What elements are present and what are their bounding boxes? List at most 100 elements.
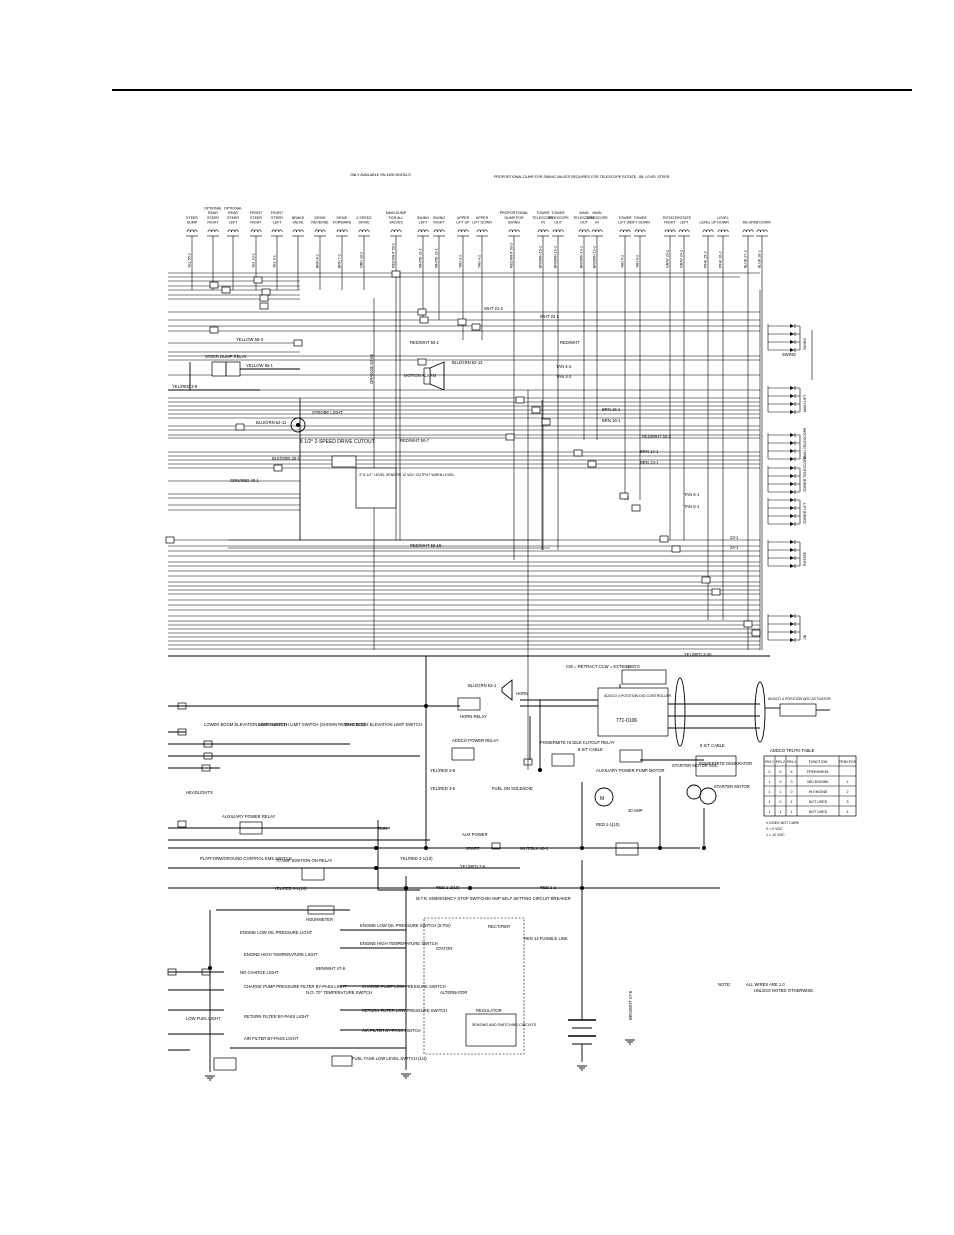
truth-cell-5-1: 1 <box>769 810 771 814</box>
ground-symbol-1 <box>577 1065 587 1071</box>
aux-pump-label: AUXILIARY POWER PUMP MOTOR <box>596 768 665 773</box>
truth-cell-1-3: X <box>790 770 793 774</box>
truth-header-1: PIN 1 <box>765 760 774 764</box>
truth-legend-1: X DOES NOT CARE <box>766 821 800 825</box>
truth-cell-1-1: 0 <box>769 770 771 774</box>
valve-wire-10: RED/WHT 50-1 <box>392 243 396 268</box>
junction-dot-6 <box>468 886 472 890</box>
addco-controller-area: LED'S CW = RETRACT CCW = EXTEND ADDCO 4 … <box>566 664 831 752</box>
valve-wire-15: RED/WHT 50-3 <box>510 243 514 268</box>
valve-label-2-line-2: REAR <box>208 211 218 215</box>
terminal-box-26 <box>711 588 721 596</box>
function-tower-lift: TOWER LIFT <box>767 498 807 526</box>
valve-label-4-line-2: STEER <box>250 216 262 220</box>
terminal-box-7 <box>259 302 269 310</box>
aux-pump-starter: M AUXILIARY POWER PUMP MOTOR 30 AMP STAR… <box>594 763 750 813</box>
hourmeter-label: HOURMETER <box>306 917 333 922</box>
motion-alarm: MOTION ALARM BLU/GRN 52-13 <box>404 360 483 391</box>
wire-yel-red-2-6: YEL/RED 2-6 <box>460 864 486 869</box>
bus-wire-label-5: RED/WHT <box>560 340 580 345</box>
terminal-box-17 <box>541 418 551 426</box>
valve-label-14-line-2: LIFT DOWN <box>472 220 492 224</box>
valve-label-21-line-1: TOWER <box>633 216 647 220</box>
terminal-box-20 <box>587 460 597 468</box>
terminal-box-16 <box>531 406 541 414</box>
valve-wire-17: BROWN 16-2 <box>554 246 558 268</box>
valve-wire-26: BLUE 27-2 <box>744 250 748 268</box>
truth-cell-5-3: 1 <box>791 810 793 814</box>
terminal-box-25 <box>701 576 711 584</box>
bus-wire-label-12: TAN 5-1 <box>684 492 700 497</box>
valve-wire-27: BLUE 28-2 <box>758 250 762 268</box>
alternator-label: ALTERNATOR <box>440 990 467 995</box>
junction-dot-4 <box>580 846 584 850</box>
junction-dot-11 <box>538 768 542 772</box>
terminal-box-1 <box>391 270 401 278</box>
valve-label-22-line-1: ROTATE <box>663 216 678 220</box>
truth-header-3: PIN 4 <box>787 760 796 764</box>
wire-yel-red-2-10: YEL/RED 2-1(10) <box>274 886 307 891</box>
air-filter-switch-label: AIR FILTER BY-PASS SWITCH <box>362 1028 421 1033</box>
valve-wire-14: TAN 4-2 <box>478 255 482 268</box>
terminal-box-11 <box>471 323 481 331</box>
wire-yel-red-3-6: YEL/RED 3-6 <box>430 768 456 773</box>
fuel-tank-switch-label: FUEL TANK LOW LEVEL SWITCH (1/4) <box>352 1056 427 1061</box>
powermite-generator: POWERMITE GENERATOR <box>695 755 752 777</box>
bus-wire-label-9: BRN 16-1 <box>602 418 621 423</box>
level-sensor-label: 3° 8 1/2° LEVEL SENSOR 12 VDC OUTPUT WHE… <box>359 473 455 477</box>
wire-grn-red-40-1: GRN/RED 40-1 <box>230 478 260 483</box>
valve-label-19-line-1: MAIN <box>593 211 602 215</box>
terminal-box-10 <box>457 318 467 326</box>
wire-yel-red-3-5: YEL/RED 3-5 <box>430 786 456 791</box>
function-label-5: TOWER LIFT <box>803 501 807 524</box>
low-fuel-light-label: LOW FUEL LIGHT <box>186 1016 221 1021</box>
terminal-box-14 <box>417 358 427 366</box>
valve-label-25-line-2: DOWN <box>717 220 729 224</box>
valve-label-9-line-2: DRIVE <box>359 220 371 224</box>
valve-label-6-line-1: BRAKE <box>292 216 305 220</box>
valve-label-16-line-1: TOWER <box>536 211 550 215</box>
terminal-box-19 <box>573 449 583 457</box>
ground-symbol-3 <box>205 1075 215 1081</box>
terminal-box-22 <box>631 504 641 512</box>
fusible-link-label: RED 14 FUSIBLE LINK <box>524 936 568 941</box>
junction-dot-8 <box>404 886 408 890</box>
run-label: RUN <box>378 826 387 831</box>
wire-orange-50: ORANGE 50-56 <box>369 353 374 384</box>
return-filter-light-label: RETURN FILTER BY-PASS LIGHT <box>244 1014 309 1019</box>
valve-label-3-line-4: LEFT <box>229 220 239 224</box>
terminal-box-6 <box>259 294 269 302</box>
wire-yel-red-3-9: YEL/RED 3-9 <box>172 384 198 389</box>
truth-header-2: PIN 2 <box>776 760 785 764</box>
truth-cell-2-2: 0 <box>780 780 782 784</box>
valve-wire-16: BROWN 15-2 <box>539 246 543 268</box>
valve-label-15-line-3: SWING <box>508 220 520 224</box>
valve-label-5-line-2: STEER <box>271 216 283 220</box>
truth-legend-3: 1 = 12 VDC <box>766 833 785 837</box>
junction-dot-3 <box>424 846 428 850</box>
wire-red-wht-50-15: RED/WHT 50-15 <box>410 543 442 548</box>
bus-wire-label-10: BRN 14-1 <box>640 449 659 454</box>
function-label-6: ROTATE <box>803 551 807 566</box>
horn-relay-label: HORN RELAY <box>460 714 487 719</box>
horn-area: HORN BLU/GRN 52-1 HORN RELAY <box>457 679 528 719</box>
wire-wht-blk-48-1: WHT/BLK 48-1 <box>520 846 549 851</box>
wire-blk-grn-40-1: BLK/GRN 40-1 <box>272 456 301 461</box>
wire-yel-red-2-1: YEL/RED 2-1(10) <box>400 856 433 861</box>
no-charge-light-label: NO CHARGE LIGHT <box>240 970 279 975</box>
bus-wire-label-3: YELLOW 55-3 <box>236 337 264 342</box>
wire-blu-grn-52-1: BLU/GRN 52-1 <box>468 683 497 688</box>
led-display-label: LED'S <box>628 664 640 669</box>
wire-red-1-1: RED 1-1 <box>540 885 557 890</box>
ground-symbol-4 <box>625 1039 635 1045</box>
valve-label-10-line-1: MAIN DUMP <box>386 211 407 215</box>
wire-brn-wht-47-8: BRN/WHT 47-8 <box>316 966 346 971</box>
bus-wire-label-11: BRN 13-1 <box>640 460 659 465</box>
